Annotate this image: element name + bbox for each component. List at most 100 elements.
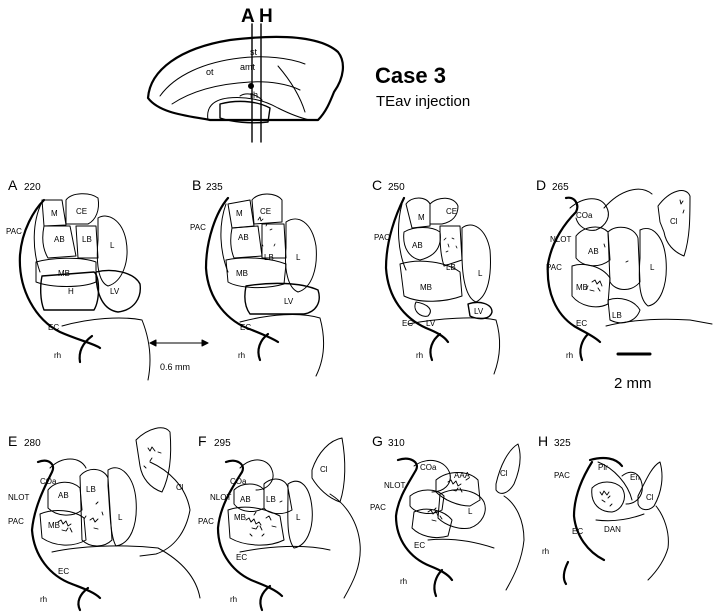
label-ce: CE [446, 207, 457, 216]
label-cl: Cl [646, 493, 654, 502]
label-l: L [118, 513, 123, 522]
panel-id: A [8, 177, 18, 193]
panel-number: 235 [206, 182, 223, 193]
label-ab: AB [412, 241, 423, 250]
label-rh: rh [416, 351, 423, 360]
panel-id: B [192, 177, 201, 193]
label-lb: LB [264, 253, 274, 262]
level-mark-h: H [259, 6, 273, 27]
panel-id: D [536, 177, 546, 193]
label-rh: rh [230, 595, 237, 604]
label-lv: LV [284, 297, 294, 306]
panel-number: 265 [552, 182, 569, 193]
label-rh: rh [566, 351, 573, 360]
label-lb: LB [266, 495, 276, 504]
label-lb: LB [612, 311, 622, 320]
label-ec: EC [414, 541, 425, 550]
label-pac: PAC [198, 517, 214, 526]
label-ab: AB [58, 491, 69, 500]
section-panel-a: A 220 M CE PAC AB LB L MB H LV EC rh [6, 177, 151, 381]
label-l: L [296, 253, 301, 262]
label-ab: AB [54, 235, 65, 244]
label-lv-2: LV [474, 307, 484, 316]
brain-label-st: st [250, 47, 258, 57]
label-ec: EC [402, 319, 413, 328]
section-panel-e: E 280 COa NLOT AB LB Cl PAC L MB EC rh [8, 427, 201, 612]
label-h: H [68, 287, 74, 296]
label-pac: PAC [554, 471, 570, 480]
figure-subtitle: TEav injection [376, 93, 470, 110]
panel-id: F [198, 433, 207, 449]
label-lv: LV [110, 287, 120, 296]
label-l: L [296, 513, 301, 522]
section-panel-f: F 295 COa Cl NLOT AB LB PAC MB L EC rh [198, 433, 361, 612]
label-l: L [478, 269, 483, 278]
label-ec: EC [576, 319, 587, 328]
label-ec: EC [58, 567, 69, 576]
label-l: L [468, 507, 473, 516]
label-rh: rh [400, 577, 407, 586]
label-ec: EC [240, 323, 251, 332]
section-panel-h: H 325 Pir PAC En Cl DAN EC rh [538, 433, 669, 586]
label-rh: rh [542, 547, 549, 556]
scale-bar-coarse: 2 mm [614, 352, 652, 392]
panel-number: 325 [554, 438, 571, 449]
label-pac: PAC [546, 263, 562, 272]
label-nlot: NLOT [550, 235, 571, 244]
label-mb: MB [48, 521, 60, 530]
label-coa: COa [420, 463, 437, 472]
label-rh: rh [40, 595, 47, 604]
label-cl: Cl [500, 469, 508, 478]
label-rh: rh [238, 351, 245, 360]
panel-number: 220 [24, 182, 41, 193]
label-mb: MB [58, 269, 70, 278]
figure-title: Case 3 [375, 63, 446, 88]
label-ec: EC [236, 553, 247, 562]
panel-number: 310 [388, 438, 405, 449]
label-coa: COa [40, 477, 57, 486]
label-mb: MB [234, 513, 246, 522]
label-cl: Cl [176, 483, 184, 492]
label-coa: COa [230, 477, 247, 486]
brain-label-ot: ot [206, 67, 214, 77]
label-cl: Cl [320, 465, 328, 474]
label-mb: MB [576, 283, 588, 292]
label-lb: LB [86, 485, 96, 494]
label-lb: LB [82, 235, 92, 244]
label-pir: Pir [598, 463, 608, 472]
brain-label-rh: rh [250, 90, 258, 100]
label-pac: PAC [8, 517, 24, 526]
label-ec: EC [48, 323, 59, 332]
label-en: En [630, 473, 640, 482]
panel-id: G [372, 433, 383, 449]
label-pac: PAC [374, 233, 390, 242]
label-nlot: NLOT [384, 481, 405, 490]
label-pac: PAC [190, 223, 206, 232]
label-rh: rh [54, 351, 61, 360]
label-m: M [418, 213, 425, 222]
label-dan: DAN [604, 525, 621, 534]
label-pac: PAC [370, 503, 386, 512]
label-nlot: NLOT [210, 493, 231, 502]
label-ab: AB [240, 495, 251, 504]
label-m: M [51, 209, 58, 218]
label-m: M [236, 209, 243, 218]
label-ec: EC [572, 527, 583, 536]
label-ab: AB [588, 247, 599, 256]
scale-label-fine: 0.6 mm [160, 362, 190, 372]
section-panel-b: B 235 M CE PAC AB LB L MB LV EC rh [190, 177, 324, 377]
label-cl: Cl [670, 217, 678, 226]
label-l: L [650, 263, 655, 272]
label-coa: COa [576, 211, 593, 220]
label-ab: AB [238, 233, 249, 242]
label-ce: CE [260, 207, 271, 216]
label-l: L [110, 241, 115, 250]
panel-number: 295 [214, 438, 231, 449]
brain-label-amt: amt [240, 62, 256, 72]
label-lv: LV [426, 319, 436, 328]
panel-id: H [538, 433, 548, 449]
label-mb: MB [236, 269, 248, 278]
label-lb: LB [446, 263, 456, 272]
